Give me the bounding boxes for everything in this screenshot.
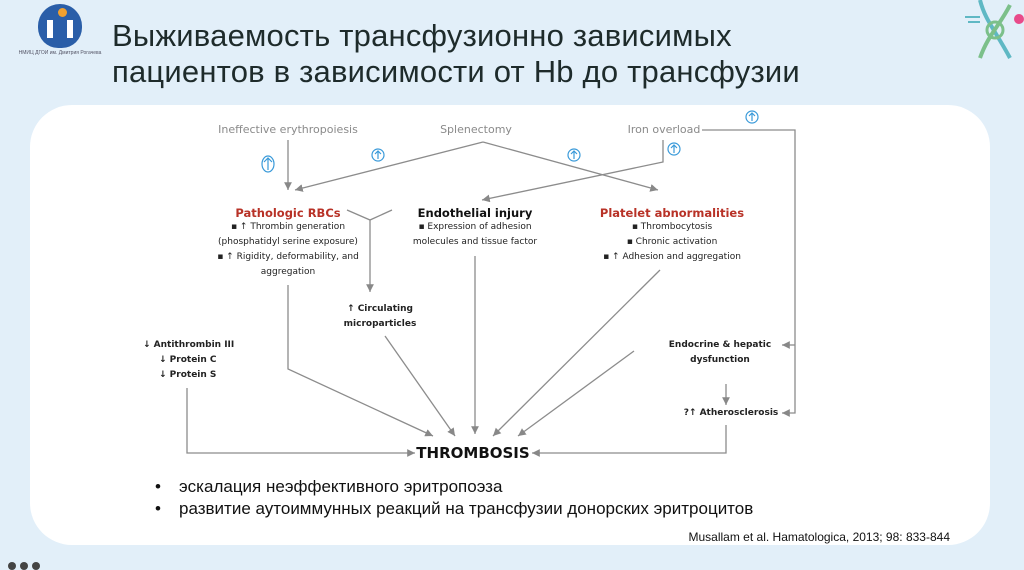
node-line: aggregation xyxy=(260,267,316,277)
control-icon[interactable] xyxy=(20,562,28,570)
increase-icon xyxy=(261,155,275,173)
node-circulating-microparticles: ↑ Circulating microparticles xyxy=(344,302,417,332)
node-atherosclerosis: ?↑ Atherosclerosis xyxy=(683,408,779,418)
slide-title: Выживаемость трансфузионно зависимых пац… xyxy=(112,18,800,90)
control-icon[interactable] xyxy=(8,562,16,570)
node-title: Platelet abnormalities xyxy=(599,206,745,220)
node-line: ↑ Circulating xyxy=(347,304,413,314)
node-pathologic-rbcs: Pathologic RBCs ▪ ↑ Thrombin generation … xyxy=(217,206,359,280)
logo: НМИЦ ДГОИ им. Дмитрия Рогачева xyxy=(12,4,108,57)
bullet-item: •эскалация неэффективного эритропоэза xyxy=(155,477,503,496)
node-title: Endothelial injury xyxy=(417,206,533,220)
title-line-1: Выживаемость трансфузионно зависимых xyxy=(112,18,732,53)
player-controls[interactable] xyxy=(8,562,40,570)
node-line: ↓ Protein C xyxy=(159,355,217,365)
node-title: Pathologic RBCs xyxy=(235,206,341,220)
node-line: ▪ Thrombocytosis xyxy=(631,222,713,232)
node-thrombosis: THROMBOSIS xyxy=(416,444,530,462)
node-line: (phosphatidyl serine exposure) xyxy=(218,237,358,247)
node-endothelial-injury: Endothelial injury ▪ Expression of adhes… xyxy=(413,206,537,250)
node-platelet-abnormalities: Platelet abnormalities ▪ Thrombocytosis … xyxy=(600,206,744,265)
node-endocrine-hepatic: Endocrine & hepatic dysfunction xyxy=(669,338,771,368)
node-line: molecules and tissue factor xyxy=(412,237,538,247)
source-splenectomy: Splenectomy xyxy=(440,123,512,136)
node-line: ▪ Expression of adhesion xyxy=(418,222,532,232)
node-line: dysfunction xyxy=(690,355,750,365)
node-line: Endocrine & hepatic xyxy=(668,340,772,350)
node-line: ▪ ↑ Thrombin generation xyxy=(230,222,346,232)
bullet-text: развитие аутоиммунных реакций на трансфу… xyxy=(179,499,754,518)
increase-icon xyxy=(371,148,385,162)
increase-icon xyxy=(667,142,681,156)
node-anticoagulants: ↓ Antithrombin III ↓ Protein C ↓ Protein… xyxy=(143,338,234,383)
increase-icon xyxy=(567,148,581,162)
node-line: ▪ ↑ Adhesion and aggregation xyxy=(603,252,741,262)
bullet-item: •развитие аутоиммунных реакций на трансф… xyxy=(155,499,754,518)
citation: Musallam et al. Hamatologica, 2013; 98: … xyxy=(688,530,951,544)
source-iron-overload: Iron overload xyxy=(627,123,701,136)
node-line: ▪ Chronic activation xyxy=(626,237,718,247)
control-icon[interactable] xyxy=(32,562,40,570)
logo-text: НМИЦ ДГОИ им. Дмитрия Рогачева xyxy=(18,50,102,56)
dna-decoration-icon xyxy=(965,0,1024,59)
increase-icon xyxy=(745,110,759,124)
node-line: ↓ Protein S xyxy=(159,370,217,380)
title-line-2: пациентов в зависимости от Hb до трансфу… xyxy=(112,54,800,89)
node-line: ▪ ↑ Rigidity, deformability, and xyxy=(217,252,359,262)
bullet-text: эскалация неэффективного эритропоэза xyxy=(179,477,503,496)
node-line: ↓ Antithrombin III xyxy=(143,340,235,350)
source-ineffective-erythropoiesis: Ineffective erythropoiesis xyxy=(218,123,358,136)
logo-emblem xyxy=(38,4,82,48)
node-line: microparticles xyxy=(343,319,417,329)
content-panel xyxy=(30,105,990,545)
